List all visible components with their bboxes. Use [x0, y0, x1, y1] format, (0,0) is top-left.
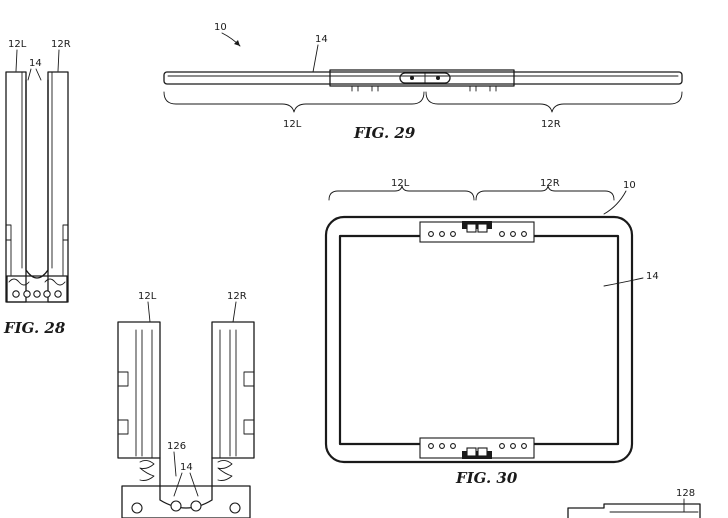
fig-unlabeled-right-steps — [243, 371, 255, 435]
fig-unlabeled-label-12L: 12L — [138, 291, 157, 302]
fig-28-drawing: 12L 12R 14 FIG. 28 — [3, 39, 71, 337]
fig-29-leader-14 — [312, 44, 319, 73]
fig-30-outer-frame — [324, 215, 634, 464]
fig-29-arrowhead-10 — [234, 40, 240, 46]
fig-28-pin-4 — [43, 290, 51, 298]
fig-unlabeled-label-12R: 12R — [227, 291, 247, 302]
fig-30-top-screw-5 — [510, 231, 516, 237]
fig-30-bottom-hinge-knuckle-r — [477, 447, 488, 457]
fig-30-bottom-screw-2 — [439, 443, 445, 449]
fig-30-leader-14 — [603, 277, 644, 287]
fig-unlabeled-leader-14 — [173, 472, 199, 497]
fig-unlabeled-label-14: 14 — [180, 462, 193, 473]
fig-28-right-housing — [47, 71, 69, 303]
fig-29-brace-12L — [163, 91, 425, 113]
fig-unlabeled-spring-left — [139, 459, 155, 481]
fig-unlabeled-left-layers — [135, 329, 153, 459]
fig-30-bottom-screw-4 — [499, 443, 505, 449]
fig-28-leader-12R — [57, 49, 60, 72]
fig-30-leader-10 — [603, 190, 627, 215]
fig-29-mount-tabs — [351, 85, 497, 92]
fig-30-display-area — [338, 234, 620, 446]
fig-28-pin-5 — [54, 290, 62, 298]
fig-unlabeled-leader-126 — [173, 451, 177, 477]
fig-29-caption: FIG. 29 — [353, 124, 416, 142]
fig-28-caption: FIG. 28 — [3, 319, 66, 337]
fig-28-hinge-base — [6, 275, 68, 303]
fig-unlabeled-pin-2 — [170, 500, 182, 512]
fig-unlabeled-pin-1 — [131, 502, 143, 514]
fig-30-top-screw-2 — [439, 231, 445, 237]
fig-30-top-hinge-core — [462, 221, 492, 229]
fig-29-hinge-pin-r — [436, 76, 440, 80]
fig-28-hinge-spring — [8, 278, 66, 286]
fig-29-brace-12R — [425, 91, 683, 113]
fig-29-label-10: 10 — [214, 22, 227, 33]
fig-29-label-12R: 12R — [541, 119, 561, 130]
cropped-outline — [567, 503, 701, 518]
fig-unlabeled-pin-3 — [190, 500, 202, 512]
fig-30-bottom-screw-5 — [510, 443, 516, 449]
fig-29-drawing: 10 14 12L 12R FIG. 29 — [163, 22, 683, 142]
fig-30-top-screw-1 — [428, 231, 434, 237]
fig-30-top-hinge-knuckle-r — [477, 223, 488, 233]
fig-28-pin-3 — [33, 290, 41, 298]
fig-28-pin-2 — [23, 290, 31, 298]
fig-28-label-14: 14 — [29, 58, 42, 69]
fig-unlabeled-right-layers — [219, 329, 237, 459]
fig-30-top-screw-6 — [521, 231, 527, 237]
fig-unlabeled-fold-loop — [159, 457, 213, 509]
fig-unlabeled-right-housing — [211, 321, 255, 459]
fig-28-leader-14 — [27, 68, 42, 81]
fig-30-bottom-screw-1 — [428, 443, 434, 449]
fig-29-hinge-housing — [329, 69, 515, 87]
fig-29-device-body — [163, 71, 683, 85]
fig-unlabeled-drawing: 12L 12R 126 14 — [117, 291, 255, 518]
fig-30-bottom-screw-3 — [450, 443, 456, 449]
cropped-fragment: 128 — [567, 488, 701, 518]
fig-30-label-12R: 12R — [540, 178, 560, 189]
fig-unlabeled-hinge-base — [121, 485, 251, 518]
fig-unlabeled-left-steps — [117, 371, 129, 435]
fig-30-top-screw-3 — [450, 231, 456, 237]
fig-30-brace-12R — [475, 185, 615, 201]
fig-29-label-12L: 12L — [283, 119, 302, 130]
fig-29-hinge-pin-l — [410, 76, 414, 80]
fig-unlabeled-label-126: 126 — [167, 441, 186, 452]
fig-unlabeled-spring-right — [217, 459, 233, 481]
fig-30-brace-12L — [328, 185, 475, 201]
fig-30-bottom-screw-6 — [521, 443, 527, 449]
fig-28-label-12R: 12R — [51, 39, 71, 50]
fig-30-bottom-hinge-knuckle-l — [466, 447, 477, 457]
fig-unlabeled-pin-4 — [229, 502, 241, 514]
fig-unlabeled-leaders-top — [147, 301, 237, 323]
fig-28-label-12L: 12L — [8, 39, 27, 50]
fig-28-leader-12L — [15, 49, 18, 72]
fig-30-label-14: 14 — [646, 271, 659, 282]
fig-30-label-12L: 12L — [391, 178, 410, 189]
fig-28-fold-loop — [25, 79, 49, 279]
cropped-label-128: 128 — [676, 488, 695, 499]
fig-28-inner-walls — [10, 239, 64, 276]
fig-30-drawing: 12L 12R 10 14 FIG. 30 — [324, 178, 659, 487]
fig-30-bottom-hinge-core — [462, 451, 492, 459]
fig-30-top-screw-4 — [499, 231, 505, 237]
fig-30-top-hinge-knuckle-l — [466, 223, 477, 233]
fig-28-pin-1 — [12, 290, 20, 298]
fig-unlabeled-left-housing — [117, 321, 161, 459]
fig-30-label-10: 10 — [623, 180, 636, 191]
fig-28-left-housing — [5, 71, 27, 303]
fig-28-housing-steps — [5, 224, 69, 241]
fig-30-caption: FIG. 30 — [455, 469, 518, 487]
fig-29-label-14: 14 — [315, 34, 328, 45]
